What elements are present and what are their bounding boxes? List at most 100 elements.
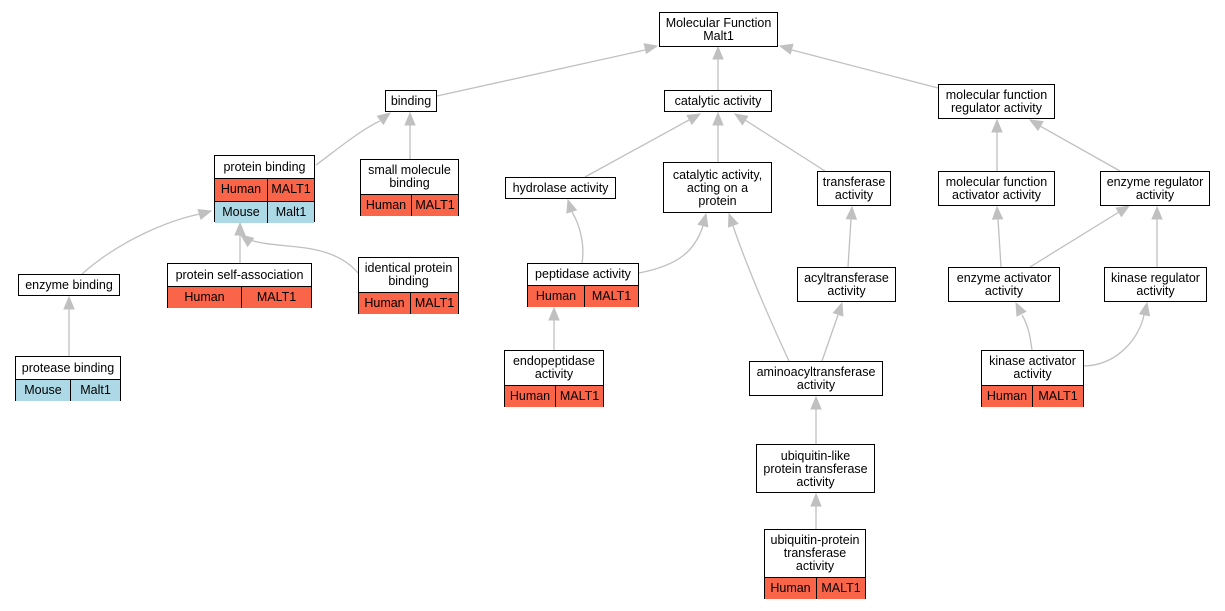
node-aminoacyltransferase[interactable]: aminoacyltransferase activity — [749, 361, 883, 396]
arrowhead-catalytic-activity — [686, 113, 702, 126]
node-label: small molecule binding — [368, 163, 451, 190]
node-kinase-regulator[interactable]: kinase regulator activity — [1104, 267, 1207, 302]
node-label: protease binding — [21, 360, 115, 375]
edge-aminoacyltransferase-to-catalytic-on-protein — [732, 225, 790, 362]
node-label: identical protein binding — [364, 261, 453, 288]
gene-cell: MALT1 — [241, 287, 311, 308]
edge-enzyme-regulator-to-mf-regulator — [1039, 125, 1121, 172]
node-acyltransferase[interactable]: acyltransferase activity — [797, 267, 896, 302]
node-label: molecular function activator activity — [945, 175, 1048, 202]
species-cell: Human — [364, 296, 405, 310]
edge-acyltransferase-to-transferase — [847, 218, 852, 268]
arrowhead-mf-regulator — [991, 118, 1003, 133]
node-label: acyltransferase activity — [804, 271, 889, 298]
node-label: enzyme regulator activity — [1106, 175, 1204, 202]
species-cell: Human — [220, 182, 262, 197]
species-row-human: Human MALT1 — [528, 285, 638, 307]
node-hydrolase[interactable]: hydrolase activity — [505, 177, 616, 199]
arrowhead-mf-regulator — [1028, 119, 1044, 132]
species-cell: Human — [986, 389, 1028, 403]
edge-protein-binding-to-binding — [315, 120, 381, 166]
node-molecular-function[interactable]: Molecular Function Malt1 — [659, 12, 778, 47]
edge-peptidase-to-catalytic-on-protein — [638, 225, 704, 274]
node-label: peptidase activity — [535, 267, 631, 281]
species-row-human: Human MALT1 — [215, 178, 314, 201]
arrowhead-catalytic-activity — [712, 111, 724, 126]
arrowhead-enzyme-regulator — [1115, 205, 1131, 218]
node-label: catalytic activity — [674, 94, 762, 108]
node-label: ubiquitin-protein transferase activity — [770, 533, 860, 573]
species-cell: Human — [535, 289, 577, 303]
node-enzyme-binding[interactable]: enzyme binding — [18, 274, 120, 296]
edge-kinase-activator-to-kinase-regulator — [1083, 314, 1145, 367]
edge-enzyme-activator-to-mf-activator — [997, 218, 1002, 268]
node-mf-activator[interactable]: molecular function activator activity — [938, 171, 1055, 206]
node-label: enzyme binding — [25, 278, 113, 292]
arrowhead-peptidase — [548, 306, 560, 321]
node-label: endopeptidase activity — [512, 354, 596, 381]
edge-enzyme-binding-to-protein-binding — [81, 213, 201, 275]
arrowhead-hydrolase — [566, 198, 578, 214]
species-cell: Human — [770, 581, 811, 595]
gene-cell: MALT1 — [410, 293, 458, 314]
arrowhead-transferase — [845, 205, 858, 220]
edge-aminoacyltransferase-to-acyltransferase — [821, 314, 839, 362]
node-ubl-transferase[interactable]: ubiquitin-like protein transferase activ… — [756, 444, 875, 493]
arrowhead-molecular-function — [712, 45, 724, 60]
arrowhead-molecular-function — [643, 43, 659, 55]
node-binding[interactable]: binding — [385, 90, 437, 112]
arrowhead-protein-binding — [234, 221, 246, 236]
edge-kinase-activator-to-enzyme-activator — [1021, 314, 1033, 351]
arrowhead-binding — [404, 111, 416, 126]
arrowhead-protein-binding — [197, 208, 213, 221]
node-mf-regulator[interactable]: molecular function regulator activity — [938, 84, 1055, 119]
node-label: molecular function regulator activity — [945, 88, 1048, 115]
gene-cell: MALT1 — [584, 286, 638, 307]
arrowhead-binding — [376, 112, 392, 126]
arrowhead-molecular-function — [778, 43, 794, 55]
node-label: hydrolase activity — [512, 181, 609, 195]
arrowhead-aminoacyltransferase — [810, 395, 822, 410]
edge-binding-to-molecular-function — [436, 49, 646, 97]
species-cell: Human — [365, 198, 407, 212]
node-enzyme-activator[interactable]: enzyme activator activity — [948, 267, 1060, 302]
edge-mf-regulator-to-molecular-function — [791, 49, 939, 89]
node-label: kinase activator activity — [989, 354, 1076, 381]
node-label: protein binding — [223, 159, 306, 174]
edges-layer — [63, 43, 1163, 529]
node-label: binding — [390, 94, 432, 108]
arrowhead-enzyme-activator — [1015, 301, 1027, 317]
arrowhead-enzyme-regulator — [1151, 205, 1163, 220]
species-cell: Human — [509, 389, 551, 403]
edge-peptidase-to-hydrolase — [571, 211, 584, 264]
species-row-human: Human MALT1 — [359, 292, 458, 314]
node-label: Molecular Function Malt1 — [665, 16, 772, 43]
species-row-human: Human MALT1 — [982, 385, 1083, 407]
gene-cell: MALT1 — [1032, 386, 1083, 407]
arrowhead-ubl-transferase — [810, 492, 822, 507]
gene-cell: MALT1 — [555, 386, 603, 407]
gene-cell: MALT1 — [267, 179, 314, 201]
edge-transferase-to-catalytic-activity — [744, 119, 826, 172]
node-enzyme-regulator[interactable]: enzyme regulator activity — [1100, 171, 1210, 206]
node-transferase[interactable]: transferase activity — [817, 171, 891, 206]
node-catalytic-activity[interactable]: catalytic activity — [664, 90, 772, 112]
arrowhead-mf-activator — [991, 205, 1004, 220]
species-row-human: Human MALT1 — [505, 385, 603, 407]
node-catalytic-on-protein[interactable]: catalytic activity, acting on a protein — [663, 162, 772, 213]
node-label: enzyme activator activity — [956, 271, 1052, 298]
